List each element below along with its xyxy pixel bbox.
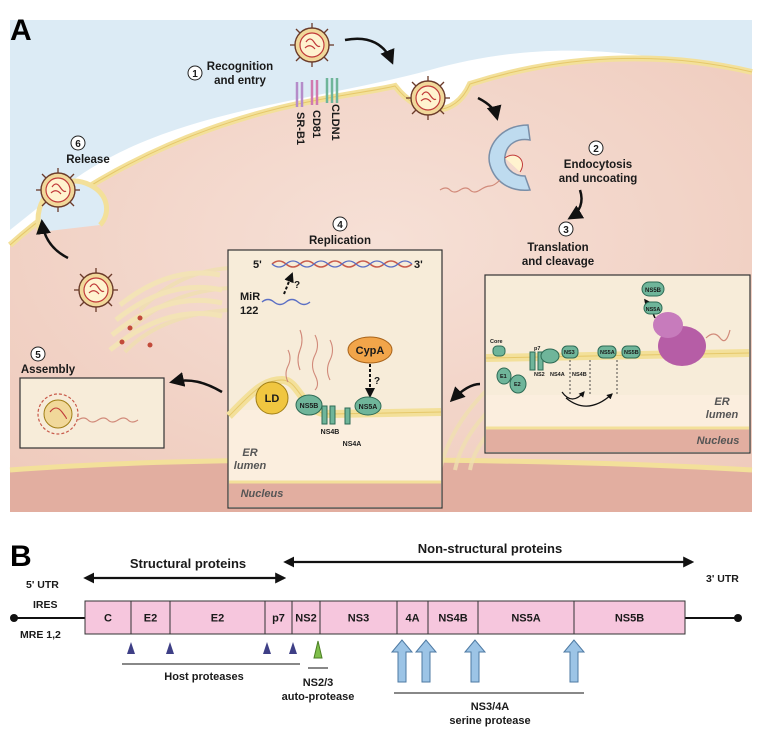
segment-box-0	[84, 600, 132, 635]
step-3-label: Translation	[527, 242, 588, 254]
svg-text:ER: ER	[714, 396, 729, 408]
nonstructural-label: Non-structural proteins	[418, 541, 562, 556]
ns34a-label-2: serine protease	[449, 715, 530, 727]
step-3-badge	[558, 221, 574, 237]
ns34a-label-1: NS3/4A	[471, 701, 510, 713]
endosome	[488, 124, 532, 191]
svg-text:NS4A: NS4A	[550, 372, 565, 378]
svg-text:1: 1	[192, 69, 198, 80]
segment-label-8: NS5A	[511, 613, 540, 625]
panel-a: A SR-B1 CD81 CLDN1 1 Recognition and ent…	[6, 8, 758, 514]
segment-box-7	[427, 600, 479, 635]
utr5-label: 5' UTR	[26, 579, 59, 591]
label-cd81: CD81	[310, 110, 322, 138]
ns23-label-2: auto-protease	[282, 691, 355, 703]
mre-label: MRE 1,2	[20, 629, 61, 641]
svg-text:and entry: and entry	[214, 75, 266, 87]
svg-text:Nucleus: Nucleus	[697, 435, 740, 447]
segment-label-7: NS4B	[438, 613, 467, 625]
ires-label: IRES	[33, 599, 58, 611]
segment-label-9: NS5B	[615, 613, 644, 625]
receptors	[295, 78, 339, 107]
svg-text:122: 122	[240, 305, 258, 317]
svg-text:NS3: NS3	[564, 350, 575, 356]
segment-box-6	[396, 600, 429, 635]
svg-text:2: 2	[593, 144, 599, 155]
svg-text:p7: p7	[534, 346, 540, 352]
segment-label-1: E2	[144, 613, 157, 625]
svg-text:Nucleus: Nucleus	[241, 488, 284, 500]
segment-label-4: NS2	[295, 613, 316, 625]
segment-label-6: 4A	[405, 613, 419, 625]
host-protease-markers	[127, 642, 297, 654]
step-6-badge	[70, 135, 86, 151]
host-proteases-label: Host proteases	[164, 671, 243, 683]
svg-text:NS5A: NS5A	[646, 307, 661, 313]
segment-label-0: C	[104, 613, 112, 625]
segment-box-8	[477, 600, 575, 635]
svg-text:NS4B: NS4B	[572, 372, 587, 378]
svg-text:lumen: lumen	[234, 460, 267, 472]
svg-text:E2: E2	[514, 382, 521, 388]
segment-box-2	[169, 600, 266, 635]
svg-text:CypA: CypA	[356, 345, 385, 357]
svg-text:NS5A: NS5A	[600, 350, 615, 356]
svg-text:and cleavage: and cleavage	[522, 256, 594, 268]
svg-text:NS4A: NS4A	[343, 441, 362, 448]
svg-text:lumen: lumen	[706, 409, 739, 421]
step-4-label: Replication	[309, 235, 371, 247]
svg-text:NS5B: NS5B	[300, 403, 319, 410]
ns23-marker	[313, 640, 323, 659]
step-5-label: Assembly	[21, 364, 76, 376]
svg-text:4: 4	[337, 220, 343, 231]
translation-box: NS5B NS5A Core E1 E2 p7 NS2 NS	[484, 274, 751, 454]
polyprotein-segments: C E2 E2 p7 NS2 NS3 4A NS4B NS5A NS5B	[84, 600, 686, 635]
label-sr-b1: SR-B1	[294, 112, 306, 145]
panel-a-letter: A	[10, 14, 32, 47]
serine-protease-markers	[390, 639, 586, 683]
svg-text:NS2: NS2	[534, 372, 545, 378]
step-2-label: Endocytosis	[564, 159, 632, 171]
assembly-box	[19, 377, 165, 449]
step-6-label: Release	[66, 154, 109, 166]
svg-text:5: 5	[35, 350, 41, 361]
ns23-label-1: NS2/3	[303, 677, 334, 689]
svg-text:?: ?	[294, 280, 300, 291]
svg-text:NS4B: NS4B	[321, 429, 340, 436]
panel-b-letter: B	[10, 540, 32, 573]
step-2-badge	[588, 140, 604, 156]
step-1-badge	[187, 65, 203, 81]
svg-text:3: 3	[563, 225, 569, 236]
structural-label: Structural proteins	[130, 556, 246, 571]
utr3-label: 3' UTR	[706, 573, 739, 585]
segment-box-1	[130, 600, 171, 635]
svg-text:MiR: MiR	[240, 291, 260, 303]
svg-text:6: 6	[75, 139, 81, 150]
step-4-badge	[332, 216, 348, 232]
segment-label-2: E2	[211, 613, 224, 625]
svg-text:LD: LD	[265, 393, 280, 405]
segment-box-3	[264, 600, 293, 635]
svg-text:E1: E1	[500, 374, 507, 380]
panel-b: B Structural proteins Non-structural pro…	[10, 540, 742, 727]
svg-text:ER: ER	[242, 447, 257, 459]
svg-text:?: ?	[374, 376, 380, 387]
svg-text:NS5A: NS5A	[359, 404, 378, 411]
label-cldn1: CLDN1	[329, 104, 341, 141]
segment-label-5: NS3	[348, 613, 369, 625]
step-5-badge	[30, 346, 46, 362]
svg-text:Core: Core	[490, 339, 503, 345]
svg-text:and uncoating: and uncoating	[559, 173, 638, 185]
svg-text:3': 3'	[414, 259, 423, 271]
virion-entry	[289, 22, 335, 68]
svg-text:NS5B: NS5B	[645, 288, 662, 294]
segment-label-3: p7	[272, 613, 285, 625]
svg-text:5': 5'	[253, 259, 262, 271]
replication-box: 5' 3' MiR 122 ? CypA ? LD	[226, 249, 443, 509]
step-1-label: Recognition	[207, 61, 273, 73]
svg-text:NS5B: NS5B	[624, 350, 639, 356]
segment-box-9	[573, 600, 686, 635]
